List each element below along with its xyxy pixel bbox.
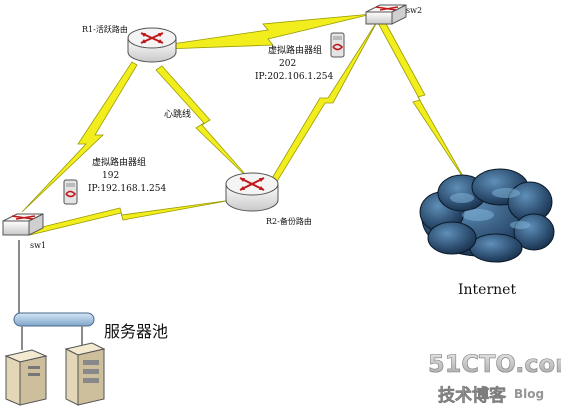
switch-sw2[interactable] [365,4,407,25]
vrrp-202-ip: IP:202.106.1.254 [255,72,333,82]
vrrp-202-title: 虚拟路由器组 [268,44,322,56]
watermark-sub: 技术博客 [438,385,507,406]
watermark-brand: 51CTO.com [428,350,561,378]
server-2-icon[interactable] [64,342,106,406]
link-r1-sw2 [164,13,373,50]
vrrp-192-id: 192 [102,171,119,181]
switch-arrows-icon [11,215,36,220]
vrrp-192-ip: IP:192.168.1.254 [88,184,166,194]
virtual-router-192-icon [63,179,78,205]
heartbeat-label: 心跳线 [164,108,191,120]
vrrp-192-title: 虚拟路由器组 [92,156,146,168]
watermark-blog: Blog [514,387,544,401]
server-pool-label: 服务器池 [104,322,168,341]
router-r1[interactable] [127,27,177,63]
server-pool-bus [13,312,95,327]
sw1-label: sw1 [30,241,46,250]
link-sw2-internet [377,19,469,186]
link-r1-sw1 [21,61,138,213]
switch-arrows-icon [375,6,399,11]
router-r2[interactable] [225,172,279,212]
virtual-router-202-icon [330,32,345,58]
link-r2-sw2 [267,19,379,189]
sw2-label: sw2 [406,6,422,15]
link-heartbeat-r1-r2 [155,65,253,183]
vrrp-202-id: 202 [279,59,296,69]
internet-cloud-icon [419,168,555,263]
r2-label: R2-备份路由 [266,216,312,226]
switch-sw1[interactable] [2,213,44,236]
watermark-51cto-logo: 51CTO.com 技术博客 Blog [428,350,561,407]
server-1-icon[interactable] [4,349,48,406]
link-sw1-r2 [29,199,233,236]
internet-label: Internet [458,282,516,298]
r1-label: R1-活跃路由 [82,24,128,34]
